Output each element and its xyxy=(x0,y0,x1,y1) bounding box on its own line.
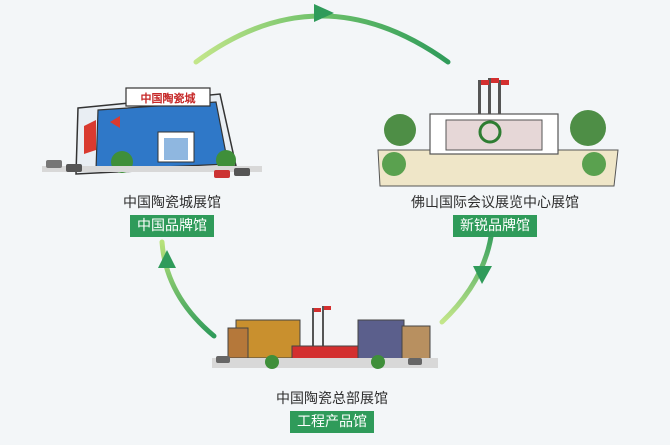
venue-name: 中国陶瓷总部展馆 xyxy=(222,390,442,408)
arrow-up-icon xyxy=(158,250,176,268)
venue-foshan-expo: 佛山国际会议展览中心展馆 新锐品牌馆 xyxy=(380,194,610,237)
venue-ceramics-hq: 中国陶瓷总部展馆 工程产品馆 xyxy=(222,390,442,433)
arrow-right-icon xyxy=(314,4,334,22)
arc-top xyxy=(196,16,448,62)
venue-ceramics-city: 中国陶瓷城展馆 中国品牌馆 xyxy=(62,194,282,237)
ceramics-hq-illustration xyxy=(208,292,444,374)
venue-tag: 工程产品馆 xyxy=(290,411,374,433)
venue-name: 佛山国际会议展览中心展馆 xyxy=(380,194,610,212)
ceramics-city-illustration: 中国陶瓷城 xyxy=(38,82,268,194)
venue-tag: 新锐品牌馆 xyxy=(453,215,537,237)
building-sign: 中国陶瓷城 xyxy=(141,91,196,105)
venue-tag: 中国品牌馆 xyxy=(130,215,214,237)
foshan-expo-illustration xyxy=(370,78,626,190)
venue-name: 中国陶瓷城展馆 xyxy=(62,194,282,212)
